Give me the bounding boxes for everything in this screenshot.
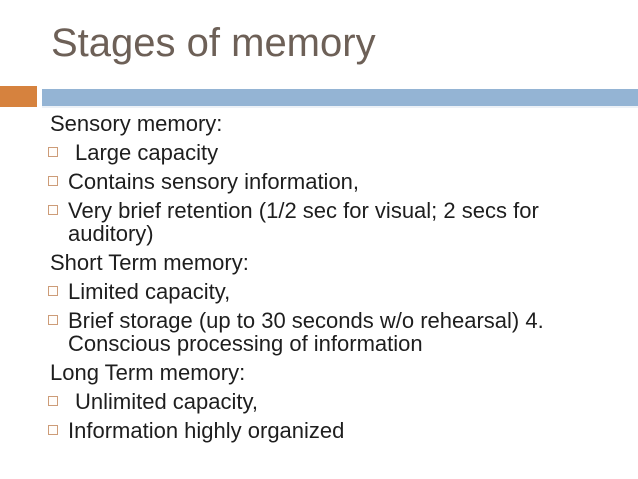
bullet-text: Brief storage (up to 30 seconds w/o rehe…: [68, 308, 544, 356]
bullet-item: Brief storage (up to 30 seconds w/o rehe…: [48, 309, 593, 355]
square-bullet-icon: [48, 205, 58, 215]
bullet-item: Information highly organized: [48, 419, 593, 442]
square-bullet-icon: [48, 286, 58, 296]
bullet-item: Large capacity: [48, 141, 593, 164]
bullet-text: Very brief retention (1/2 sec for visual…: [68, 198, 539, 246]
square-bullet-icon: [48, 147, 58, 157]
section-header-text: Short Term memory:: [50, 250, 249, 275]
section-header-text: Long Term memory:: [50, 360, 246, 385]
section-header: Long Term memory:: [48, 361, 593, 384]
bullet-item: Unlimited capacity,: [48, 390, 593, 413]
square-bullet-icon: [48, 315, 58, 325]
square-bullet-icon: [48, 425, 58, 435]
bullet-text: Limited capacity,: [68, 279, 231, 304]
title-divider: [0, 86, 638, 108]
bullet-text: Large capacity: [75, 140, 219, 165]
section-header: Sensory memory:: [48, 112, 593, 135]
bullet-item: Very brief retention (1/2 sec for visual…: [48, 199, 593, 245]
bullet-item: Contains sensory information,: [48, 170, 593, 193]
square-bullet-icon: [48, 176, 58, 186]
divider-orange-block: [0, 86, 37, 107]
bullet-text: Unlimited capacity,: [75, 389, 258, 414]
section-header: Short Term memory:: [48, 251, 593, 274]
bullet-text: Information highly organized: [68, 418, 345, 443]
square-bullet-icon: [48, 396, 58, 406]
section-header-text: Sensory memory:: [50, 111, 223, 136]
divider-blue-bar: [42, 89, 638, 106]
bullet-text: Contains sensory information,: [68, 169, 360, 194]
bullet-item: Limited capacity,: [48, 280, 593, 303]
slide-title: Stages of memory: [51, 21, 376, 65]
